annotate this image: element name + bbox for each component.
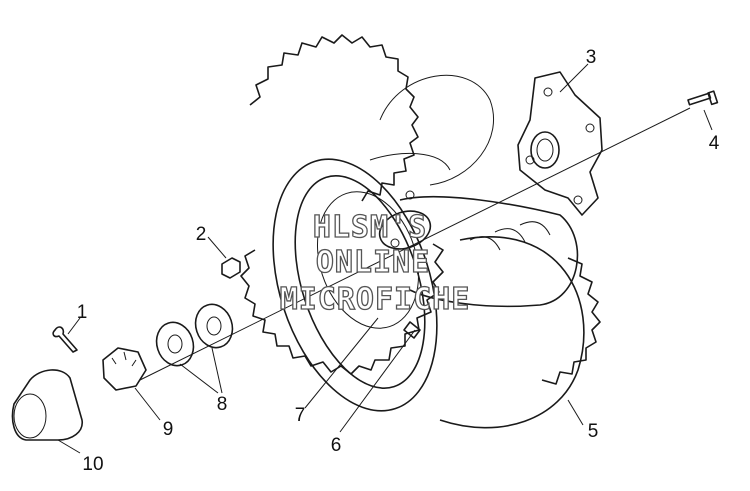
leader-line-5 — [567, 399, 584, 426]
leader-line-7 — [304, 317, 379, 409]
cotter-pin-body — [52, 326, 78, 353]
rim-outer-flange — [272, 158, 438, 412]
hub-bore-inner — [536, 138, 554, 162]
tire-tread-outline — [249, 34, 419, 202]
cotter-pin — [52, 326, 78, 353]
tire-sidewall-inner-right — [439, 236, 585, 429]
rim-lug-hole — [390, 238, 400, 248]
bolt-head — [707, 90, 719, 106]
callout-9: 9 — [163, 419, 174, 440]
hub — [517, 71, 603, 216]
callout-4: 4 — [709, 133, 720, 154]
rim-center-bore — [378, 210, 432, 250]
nut — [221, 257, 241, 279]
valve-stem-body — [403, 321, 421, 339]
washers — [155, 303, 234, 367]
tire-tread-lower — [240, 243, 444, 375]
castle-nut-slots — [111, 351, 137, 367]
hub-stud-hole — [543, 87, 553, 97]
hub-stud-hole — [573, 195, 583, 205]
hub-stud-hole — [585, 123, 595, 133]
callout-8: 8 — [217, 394, 228, 415]
leader-line-4 — [703, 109, 713, 131]
dust-cap — [11, 369, 83, 441]
valve-stem — [403, 321, 421, 339]
hub-bore — [530, 131, 560, 169]
nut-body — [221, 257, 241, 279]
dust-cap-rim — [13, 393, 47, 439]
leader-line-10 — [57, 439, 81, 454]
callout-6: 6 — [331, 435, 342, 456]
castle-nut — [102, 347, 147, 391]
watermark-line-2: ONLINE — [316, 245, 430, 280]
callout-7: 7 — [295, 405, 306, 426]
wheel-rim — [272, 158, 579, 412]
leader-line-8b — [211, 347, 223, 394]
hub-stud-hole — [525, 155, 535, 165]
rim-barrel-ribs — [469, 221, 551, 251]
callout-1: 1 — [77, 302, 88, 323]
rim-lug-hole — [405, 190, 415, 200]
rim-barrel — [399, 195, 579, 308]
watermark-line-1: HLSM'S — [313, 210, 427, 245]
callout-labels: 1 2 3 4 5 6 7 8 9 10 — [77, 47, 720, 475]
watermark-line-3: MICROFICHE — [280, 282, 471, 317]
callout-5: 5 — [588, 421, 599, 442]
leader-line-9 — [134, 387, 161, 421]
castle-nut-body — [102, 347, 147, 391]
dust-cap-body — [11, 369, 83, 441]
callout-3: 3 — [586, 47, 597, 68]
tire-tread-right — [541, 257, 601, 385]
leader-line-2 — [207, 236, 227, 259]
washer-inner — [206, 316, 222, 336]
bolt-shank — [687, 92, 712, 106]
bolt — [687, 90, 719, 106]
hub-flange — [517, 71, 603, 216]
washer-inner — [167, 334, 183, 354]
rim-inner-flange — [294, 175, 426, 389]
leader-lines — [57, 63, 713, 454]
tire — [240, 34, 601, 429]
callout-2: 2 — [196, 224, 207, 245]
leader-line-1 — [67, 317, 81, 335]
washer-outer — [194, 303, 234, 349]
leader-line-3 — [559, 63, 589, 93]
leader-line-8a — [179, 363, 219, 394]
watermark: HLSM'S ONLINE MICROFICHE — [279, 209, 471, 317]
tire-inner-bead-2 — [369, 152, 451, 171]
callout-10: 10 — [82, 454, 103, 475]
tire-inner-bead — [379, 74, 495, 186]
leader-line-6 — [339, 329, 416, 433]
